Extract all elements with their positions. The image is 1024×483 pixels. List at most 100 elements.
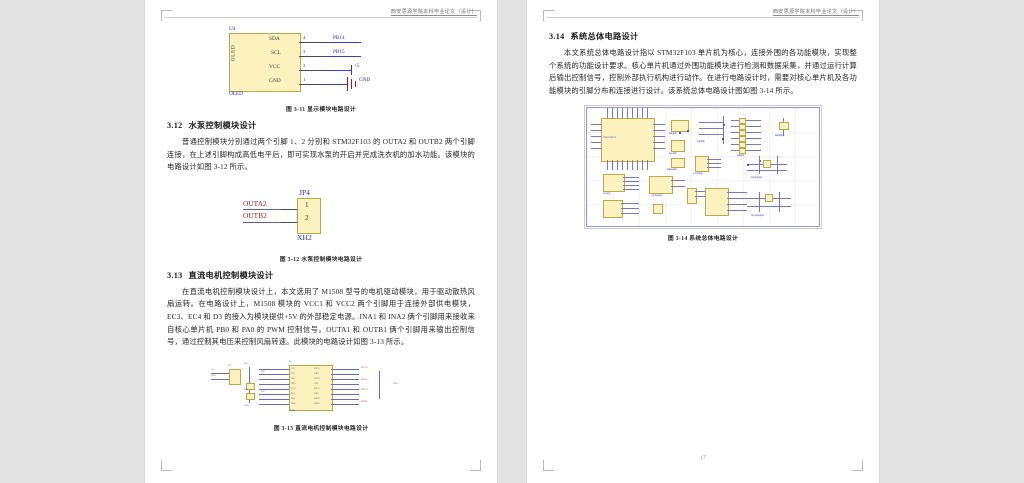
m1508-jp5-label: JP5 (228, 364, 232, 367)
m1508-gnd-right: GND (393, 382, 398, 385)
node-a (687, 130, 689, 132)
mcu-pin-bot-2 (612, 160, 613, 171)
running-header-left: 西安思源学院本科毕业论文（设计） (165, 8, 477, 18)
jp4-footprint: XH2 (297, 232, 312, 242)
oled-wire-sda-net (325, 42, 361, 43)
pump-wire-1 (671, 180, 685, 181)
power-rail-v (723, 116, 724, 145)
drv-wire-3 (727, 192, 747, 193)
oled-pin-name-gnd: GND (269, 78, 281, 84)
oled-net-vcc: +5 (354, 63, 360, 69)
figure-3-14-schematic: STM32F103RCT6 (583, 104, 823, 230)
drv-wire-5 (727, 204, 747, 205)
valve-rail-1 (759, 192, 760, 213)
section-3-13-title: 直流电机控制模块设计 (188, 270, 274, 280)
m1508-net-outb1: OUTB1 (361, 378, 368, 381)
mcu-pin-left-3 (591, 136, 601, 137)
page-number: 17 (700, 455, 706, 461)
ground-symbol-icon (347, 77, 349, 91)
section-3-12-number: 3.12 (167, 121, 183, 130)
schematic-block-buzzer-label: 蜂鸣器模块 (775, 135, 785, 138)
display-wire-1 (623, 177, 639, 178)
schematic-block-valve-label: 排水电磁阀模块 (751, 215, 765, 218)
m1508-chip-label: M1508 (289, 409, 296, 412)
m1508-right-pin-2: OUTB1 (314, 377, 320, 380)
section-3-14-title: 系统总体电路设计 (570, 32, 639, 41)
m1508-in-wire-7 (259, 403, 289, 405)
oled-wire-sda (299, 42, 327, 43)
schematic-block-temp (671, 158, 685, 169)
m1508-chip-body (289, 364, 333, 411)
schematic-block-crystal-label: 晶振电路 (669, 133, 677, 136)
m1508-out-wire-3 (331, 383, 359, 385)
bl-wire-3 (621, 213, 639, 214)
mcu-pin-top-1 (607, 108, 608, 119)
m1508-left-pin-2: INB1 (291, 377, 295, 380)
section-3-13-heading: 3.13 直流电机控制模块设计 (167, 269, 475, 281)
crop-mark-top-right (470, 10, 481, 21)
mcu-pin-bot-4 (622, 160, 623, 171)
section-3-14-paragraph: 本文系统总体电路设计指以 STM32F103 单片机为核心，连接外围的各功能模块… (549, 48, 857, 95)
document-page-left[interactable]: 西安思源学院本科毕业论文（设计） U4 OLED OLED SDA (145, 0, 497, 483)
m1508-in-wire-0 (259, 368, 289, 370)
m1508-left-pin-4: VCC2 (291, 387, 296, 390)
ground-symbol-bar2 (351, 79, 353, 89)
m1508-right-pin-5: GND2 (314, 392, 319, 395)
oled-wire-scl (299, 56, 327, 57)
m1508-left-pin-0: VCC1 (291, 367, 296, 370)
water-wire-2 (707, 163, 721, 164)
m1508-out-wire-2 (331, 378, 359, 380)
mcu-pin-top-2 (612, 108, 613, 119)
schematic-block-water-label: 水位传感器 (693, 173, 703, 176)
m1508-left-pin-5: INA2 (291, 392, 295, 395)
m1508-left-pin-1: INA1 (291, 372, 295, 375)
mcu-pin-bot-5 (627, 160, 628, 171)
crop-mark-top-left (161, 10, 172, 21)
section-3-12-paragraph: 普通控制模块分别通过两个引脚 1、2 分别和 STM32F103 的 OUTA2… (167, 137, 475, 172)
jp4-pin-number-1: 1 (305, 200, 309, 209)
mcu-pin-top-6 (632, 108, 633, 119)
m1508-out-bus (379, 370, 380, 399)
schematic-block-mcu-label: STM32F103RCT6 (603, 137, 616, 140)
drv-wire-2 (695, 196, 705, 197)
jp4-wire-outb2 (243, 221, 297, 224)
figure-3-12-caption: 图 3-12 水泵控制模块电路设计 (279, 256, 363, 263)
power-node (722, 138, 724, 140)
m1508-chip-designator: U5 (289, 360, 292, 363)
jp4-wire-outa2 (243, 208, 297, 211)
display-wire-4 (623, 189, 639, 190)
crop-mark-top-left-right-page (543, 10, 554, 21)
m1508-wire-l1 (211, 372, 229, 374)
schematic-block-crystal (671, 120, 689, 133)
figure-3-13-schematic: JP5 +5V GND EC3 EC4 GND U5 M1508 (211, 359, 421, 419)
mcu-pin-left-5 (591, 148, 601, 149)
key-sw-4 (739, 136, 746, 143)
schematic-block-buzzer (779, 122, 789, 131)
section-3-13-number: 3.13 (167, 270, 183, 280)
schematic-block-power-label: 电源电路 (697, 141, 705, 144)
key-row-5 (731, 144, 761, 145)
schematic-block-motor (763, 160, 771, 169)
power-rail-3 (699, 134, 723, 135)
running-header-right: 西安思源学院本科毕业论文（设计） (547, 8, 859, 18)
mcu-pin-right-5 (653, 148, 665, 149)
m1508-ec3-label: EC3 (244, 362, 248, 365)
mcu-pin-top-4 (622, 108, 623, 119)
schematic-block-display-label: 显示模块 (603, 193, 611, 196)
oled-vcc-rail (351, 65, 352, 75)
mcu-pin-top-8 (642, 108, 643, 119)
oled-chip-label: OLED (230, 44, 237, 62)
node-c (747, 164, 749, 166)
oled-pin-number-vcc: 2 (303, 63, 306, 68)
crop-mark-bottom-left-right-page (543, 460, 554, 471)
key-row-4 (731, 138, 761, 139)
schematic-block-display (603, 174, 625, 193)
mcu-pin-bot-3 (617, 160, 618, 171)
display-wire-3 (623, 185, 639, 186)
oled-pin-name-scl: SCL (271, 50, 281, 56)
display-wire-2 (623, 181, 639, 182)
